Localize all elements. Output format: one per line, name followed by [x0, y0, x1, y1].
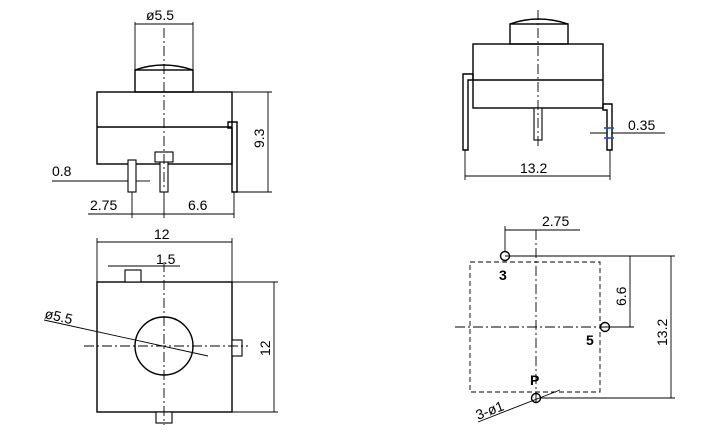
front-button-dome: [134, 64, 194, 71]
front-dim-pin-width: 0.8: [52, 163, 72, 179]
top-view: 12 1.5 ø5.5 12: [43, 226, 278, 425]
side-right-lead: [602, 103, 613, 151]
top-dim-height: 12: [257, 340, 273, 356]
front-view: ø5.5 9.3 0.8 2.75 6.6: [52, 7, 272, 218]
side-button-dome: [509, 18, 569, 25]
pcb-hole-callout: 3-ø1: [473, 397, 506, 422]
front-dim-height: 9.3: [251, 128, 267, 148]
top-tab-right: [231, 339, 243, 357]
front-dim-left-spacing: 2.75: [90, 197, 117, 213]
side-dim-thickness: 0.35: [628, 117, 655, 133]
side-view: 13.2 0.35: [462, 10, 665, 180]
pcb-dim-height: 13.2: [654, 319, 670, 346]
side-dim-width: 13.2: [520, 160, 547, 176]
top-dim-diameter: ø5.5: [43, 305, 74, 327]
top-dim-tab: 1.5: [156, 251, 176, 267]
pcb-dim-offset: 2.75: [542, 213, 569, 229]
side-button: [509, 23, 569, 45]
pad-5-hole: [599, 321, 611, 333]
front-pin-left: [127, 159, 137, 193]
front-dim-diameter: ø5.5: [146, 7, 174, 23]
front-dim-right-spacing: 6.6: [188, 197, 208, 213]
pad-5-label: 5: [586, 332, 594, 348]
front-right-lead: [227, 121, 238, 193]
pad-p-label: P: [530, 372, 539, 388]
top-dim-width: 12: [154, 226, 170, 242]
pcb-layout: 3 5 P 2.75 6.6 13.2 3-ø1: [455, 213, 675, 423]
side-left-lead: [462, 73, 474, 151]
pcb-dim-spacing: 6.6: [613, 286, 629, 306]
top-tab-top: [124, 269, 142, 283]
top-body: [96, 281, 233, 413]
pad-3-label: 3: [499, 267, 507, 283]
